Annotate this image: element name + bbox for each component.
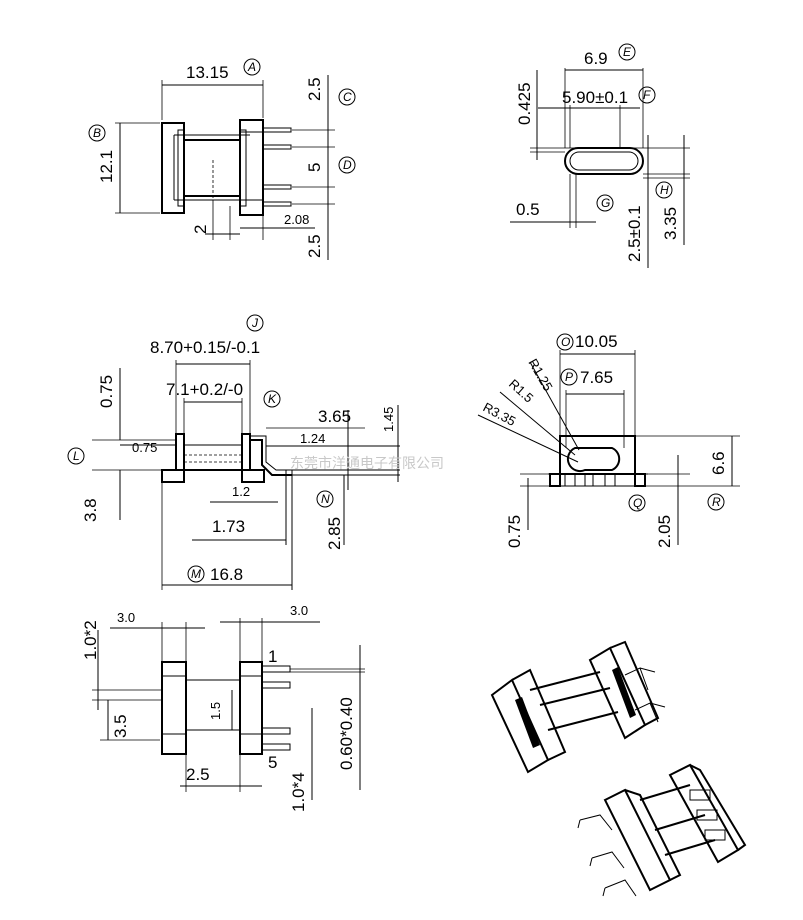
view-top-left: 13.15 A 12.1 B 2.5 C 5 D 2 2.08 2.5 <box>88 58 356 260</box>
dim-7-65: 7.65 <box>580 368 613 387</box>
dim-3-0-left: 3.0 <box>117 610 135 625</box>
dim-0-425: 0.425 <box>515 82 534 125</box>
dim-3-0-right: 3.0 <box>290 603 308 618</box>
ref-g: G <box>601 196 610 210</box>
dim-r3-35: R3.35 <box>481 399 519 429</box>
dim-3-35: 3.35 <box>661 207 680 240</box>
dim-2-5-pitch: 2.5 <box>186 765 210 784</box>
dim-2-08: 2.08 <box>284 212 309 227</box>
dim-2-5-bottom: 2.5 <box>305 234 324 258</box>
ref-k: K <box>268 392 277 406</box>
dim-1-2: 1.2 <box>232 484 250 499</box>
dim-0-75: 0.75 <box>97 375 116 408</box>
dim-7-1: 7.1+0.2/-0 <box>166 380 243 399</box>
dim-8-70: 8.70+0.15/-0.1 <box>150 338 260 357</box>
dim-16-8: 16.8 <box>210 565 243 584</box>
dim-0-60x0-40: 0.60*0.40 <box>337 697 356 770</box>
dim-3-5: 3.5 <box>111 714 130 738</box>
ref-d: D <box>343 158 352 172</box>
dim-10-05: 10.05 <box>575 332 618 351</box>
view-bottom-left: 3.0 3.0 1.0*2 1.5 3.5 2.5 1 5 0.60*0.40 … <box>81 603 365 812</box>
dim-2-05: 2.05 <box>655 515 674 548</box>
ref-c: C <box>343 90 352 104</box>
view-top-right: 6.9 E 5.90±0.1 F 0.425 0.5 G 2.5±0.1 H 3… <box>510 43 690 268</box>
ref-j: J <box>251 316 259 330</box>
watermark: 东莞市洋通电子有限公司 <box>290 455 444 472</box>
ref-b: B <box>93 126 101 140</box>
dim-2: 2 <box>191 225 210 234</box>
pin-label-1: 1 <box>268 647 277 666</box>
dim-2-85: 2.85 <box>325 517 344 550</box>
dim-0-5: 0.5 <box>516 200 540 219</box>
dim-6-6: 6.6 <box>709 451 728 475</box>
pin-label-5: 5 <box>268 753 277 772</box>
dim-5: 5 <box>305 163 324 172</box>
dim-1-0x4: 1.0*4 <box>289 772 308 812</box>
ref-a: A <box>247 60 256 74</box>
ref-q: Q <box>633 496 642 510</box>
dim-1-24: 1.24 <box>300 431 325 446</box>
dim-0-75-inner: 0.75 <box>132 440 157 455</box>
dim-2-5-tol: 2.5±0.1 <box>625 205 644 262</box>
dim-1-73: 1.73 <box>212 517 245 536</box>
ref-m: M <box>191 567 201 581</box>
ref-h: H <box>660 183 669 197</box>
dim-5-90: 5.90±0.1 <box>562 88 628 107</box>
dim-13-15: 13.15 <box>186 63 229 82</box>
ref-r: R <box>712 495 721 509</box>
dim-2-5-top: 2.5 <box>305 77 324 101</box>
dim-6-9: 6.9 <box>584 49 608 68</box>
view-mid-right: O 10.05 P 7.65 R1.25 R1.5 R3.35 6.6 Q R … <box>477 332 740 548</box>
dim-1-45: 1.45 <box>381 407 396 432</box>
ref-n: N <box>321 492 330 506</box>
ref-l: L <box>73 449 80 463</box>
dim-1-0x2: 1.0*2 <box>81 620 100 660</box>
iso-view-upper <box>490 640 666 774</box>
iso-view-lower <box>577 763 747 897</box>
ref-f: F <box>643 88 651 102</box>
dim-0-75-foot: 0.75 <box>505 515 524 548</box>
dim-12-1: 12.1 <box>97 150 116 183</box>
ref-p: P <box>565 370 573 384</box>
dim-3-8: 3.8 <box>81 498 100 522</box>
view-mid-left: 8.70+0.15/-0.1 J 7.1+0.2/-0 K 0.75 0.75 … <box>67 314 400 590</box>
ref-e: E <box>623 45 632 59</box>
ref-o: O <box>561 335 570 349</box>
dim-1-5-slot: 1.5 <box>208 702 223 720</box>
dim-3-65: 3.65 <box>318 407 351 426</box>
